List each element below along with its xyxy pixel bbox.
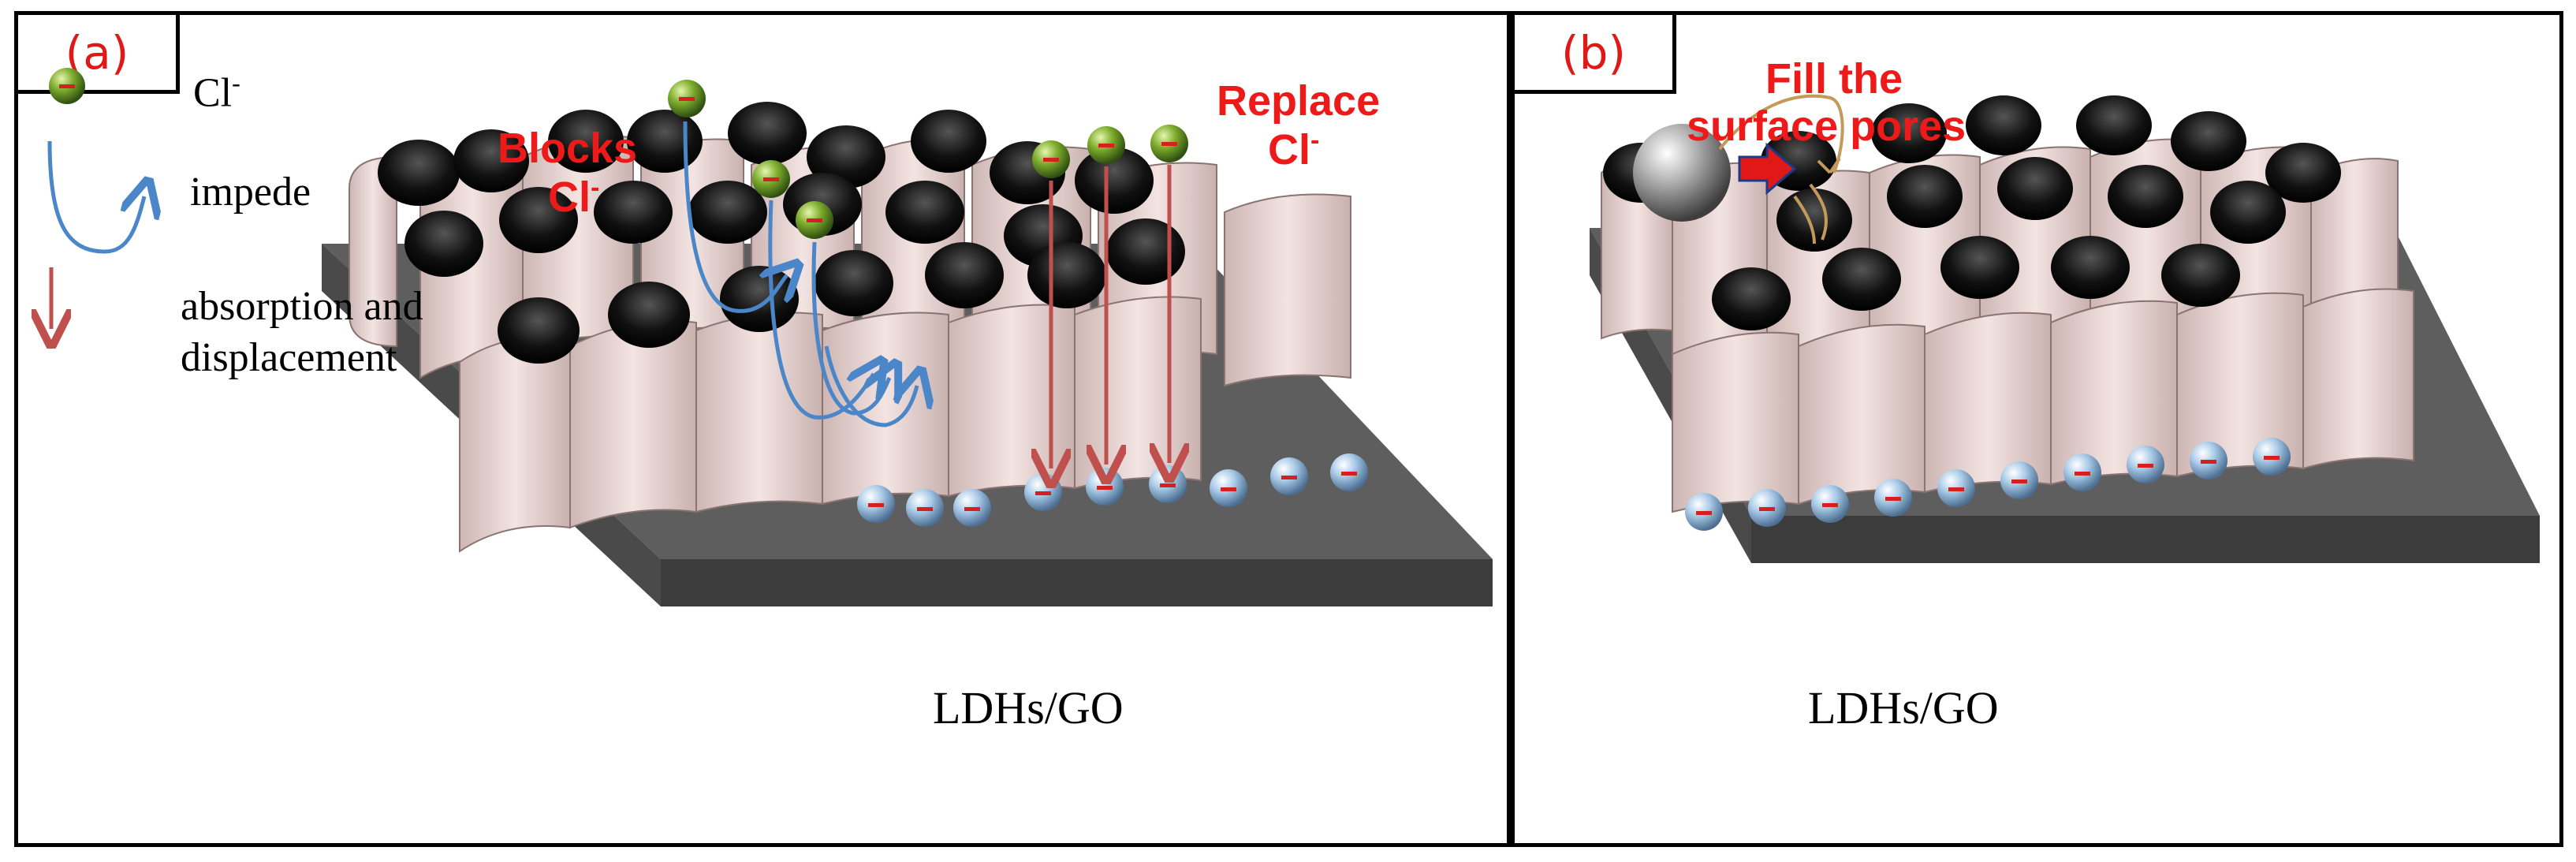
legend-ion-label: Cl- (193, 69, 240, 116)
panel-b-graphic (1590, 94, 2540, 563)
legend-absorption-label-line1: absorption and (181, 284, 423, 329)
intercalated-ions-b (1685, 438, 2291, 531)
replace-annotation-line1: Replace (1217, 77, 1381, 125)
filler-sphere (1633, 124, 1731, 222)
fill-annotation-line2: surface pores (1687, 103, 1966, 150)
panel-b-tag: (b) (1515, 15, 1676, 94)
fill-arrow (1738, 142, 1797, 196)
replace-annotation-line2: Cl- (1268, 125, 1320, 174)
pores-b (1603, 95, 2341, 330)
impede-arrows-a (683, 121, 917, 427)
panel-b-caption: LDHs/GO (1808, 682, 1999, 733)
legend-impede-label: impede (190, 170, 311, 215)
fill-annotation-line1: Fill the (1765, 55, 1903, 103)
pore-entry-arrows (1718, 94, 1844, 244)
blocks-annotation-line2: Cl- (548, 173, 600, 221)
absorption-arrows-a (1051, 165, 1169, 468)
blocks-annotation-line1: Blocks (498, 125, 638, 172)
panel-a-graphic (18, 68, 1493, 606)
legend-absorption-label-line2: displacement (181, 335, 397, 380)
legend-ion-icon (49, 68, 85, 104)
intercalated-ions-a (857, 453, 1368, 527)
chloride-ions-a (668, 80, 1188, 239)
panel-a-caption: LDHs/GO (933, 682, 1124, 733)
legend-impede-arrow (47, 140, 144, 254)
panel-a: (a) (14, 11, 1511, 847)
panel-b: (b) (1511, 11, 2563, 847)
